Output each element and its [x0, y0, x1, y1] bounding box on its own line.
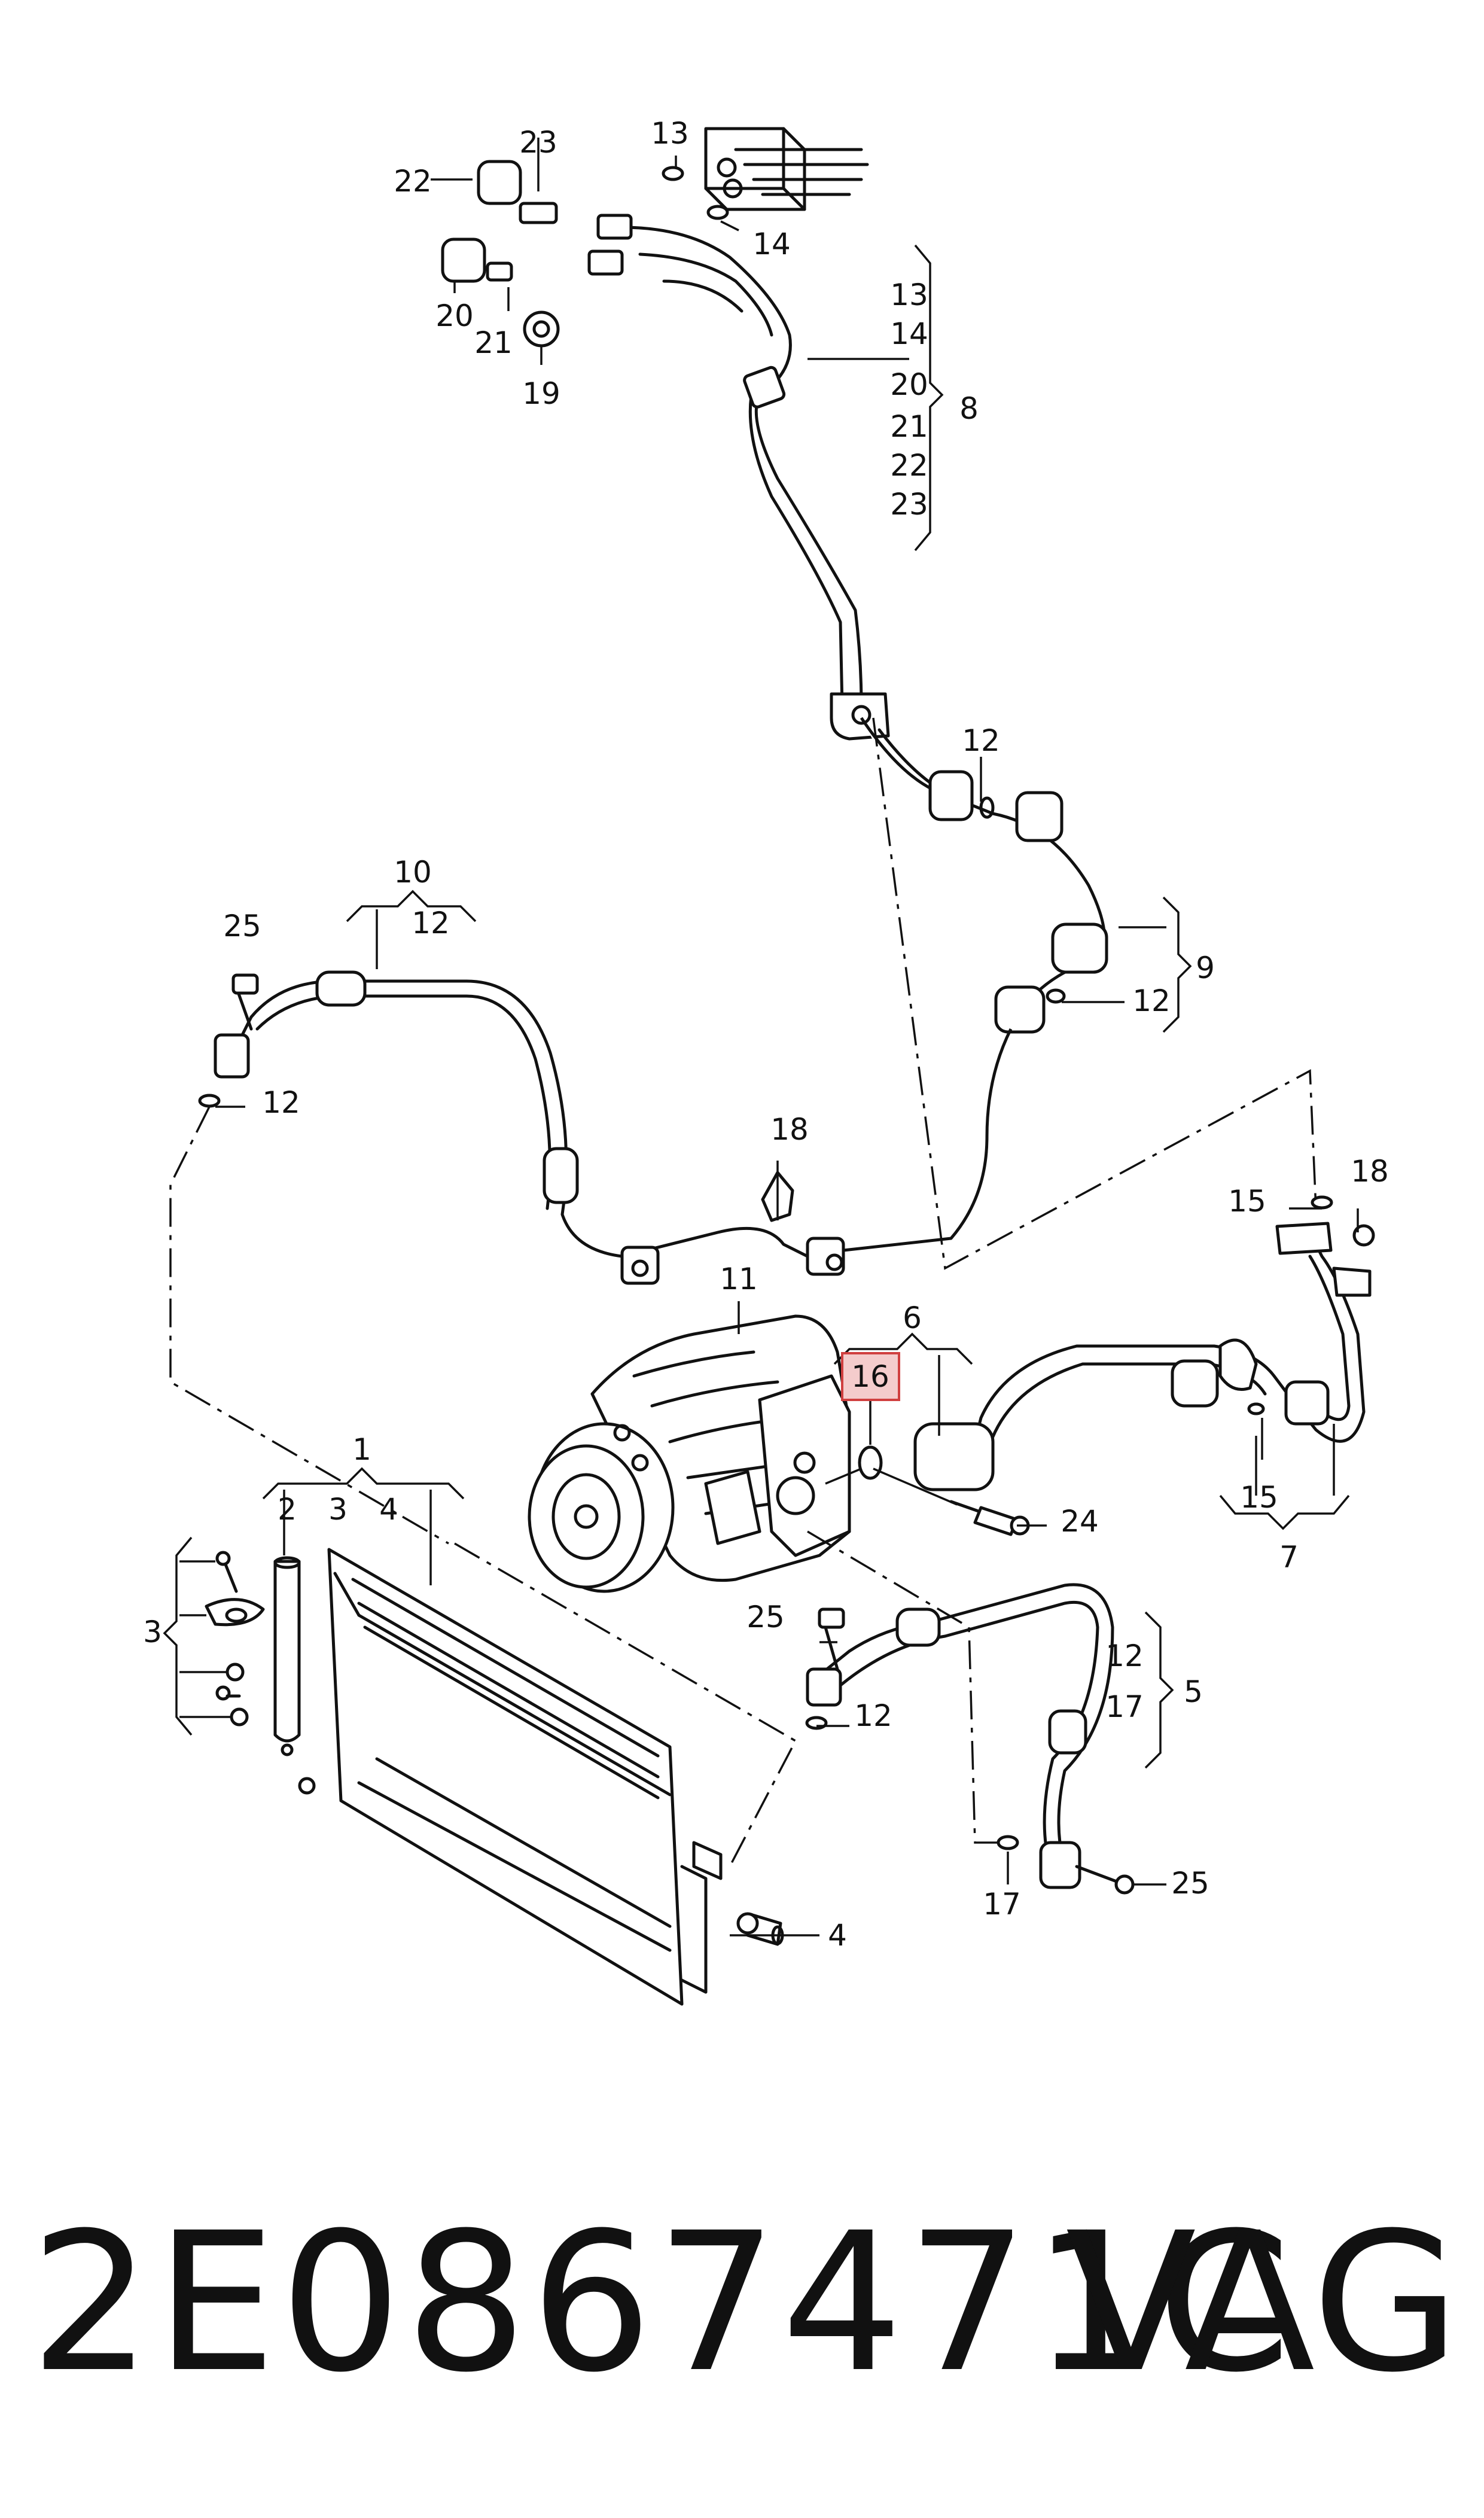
- callout-1: 1: [352, 1432, 371, 1467]
- callout-23: 23: [519, 125, 557, 160]
- callout-12: 12: [854, 1698, 892, 1733]
- callout-15: 15: [1240, 1480, 1278, 1515]
- callout-3: 3: [143, 1615, 162, 1649]
- callout-16: 16: [851, 1359, 889, 1394]
- callout-17: 17: [983, 1887, 1021, 1922]
- callout-12: 12: [1132, 984, 1171, 1018]
- callout-21: 21: [474, 325, 513, 360]
- callout-7: 7: [1279, 1540, 1299, 1575]
- callout-8: 8: [959, 391, 979, 426]
- callout-20: 20: [890, 367, 928, 402]
- manufacturer-name: VAG: [1065, 2192, 1460, 2415]
- callout-25: 25: [223, 909, 261, 943]
- condenser: [298, 1548, 723, 2006]
- callout-4: 4: [379, 1492, 398, 1527]
- callout-4: 4: [828, 1918, 847, 1953]
- bolt-24: [949, 1500, 1030, 1536]
- callout-13: 13: [890, 278, 928, 312]
- mounting-parts: [205, 1551, 265, 1727]
- callout-22: 22: [890, 448, 928, 483]
- callout-12: 12: [412, 906, 450, 940]
- callout-14: 14: [890, 316, 928, 351]
- callout-15: 15: [1228, 1184, 1266, 1219]
- callout-5: 5: [1184, 1674, 1203, 1709]
- o-ring: [858, 1445, 883, 1480]
- callout-22: 22: [394, 164, 432, 199]
- callout-23: 23: [890, 487, 928, 522]
- pressure-switch: [736, 1912, 784, 1946]
- upper-hose-assembly: [441, 160, 890, 741]
- parts-diagram: 1 2 3 3 4 4 5 6 7 8 9 10 11 12 12 12 12 …: [143, 116, 1389, 2006]
- callout-17: 17: [1105, 1689, 1144, 1724]
- leader-lines: [169, 717, 1317, 1867]
- callout-11: 11: [720, 1262, 758, 1296]
- callout-21: 21: [890, 409, 928, 444]
- callout-18: 18: [770, 1112, 809, 1147]
- callout-19: 19: [522, 376, 560, 411]
- callout-3: 3: [328, 1492, 348, 1527]
- callout-24: 24: [1061, 1504, 1099, 1539]
- compressor: [528, 1314, 851, 1593]
- callout-13: 13: [651, 116, 689, 151]
- callout-25: 25: [746, 1600, 785, 1634]
- callout-12: 12: [1105, 1639, 1144, 1673]
- callout-20: 20: [435, 299, 474, 333]
- callout-18: 18: [1351, 1154, 1389, 1189]
- callout-6: 6: [903, 1301, 922, 1335]
- callout-12: 12: [262, 1085, 300, 1120]
- hose-9: [818, 717, 1108, 1263]
- hose-10: [198, 970, 845, 1285]
- callout-25: 25: [1171, 1866, 1209, 1901]
- connector-block: [704, 127, 869, 211]
- receiver-drier: [273, 1556, 301, 1756]
- callout-12: 12: [962, 723, 1000, 758]
- hose-7: [913, 1195, 1375, 1491]
- callout-9: 9: [1196, 951, 1215, 985]
- callout-2: 2: [278, 1492, 297, 1527]
- callout-10: 10: [394, 855, 432, 890]
- footer: 2E0867471C VAG: [0, 2178, 1484, 2429]
- highlight-box: [841, 1352, 900, 1401]
- part-number: 2E0867471C: [30, 2192, 1295, 2415]
- callout-brackets: [163, 138, 1359, 1937]
- callout-labels: 1 2 3 3 4 4 5 6 7 8 9 10 11 12 12 12 12 …: [143, 116, 1389, 1953]
- callout-14: 14: [752, 227, 791, 261]
- hose-5: [805, 1583, 1135, 1895]
